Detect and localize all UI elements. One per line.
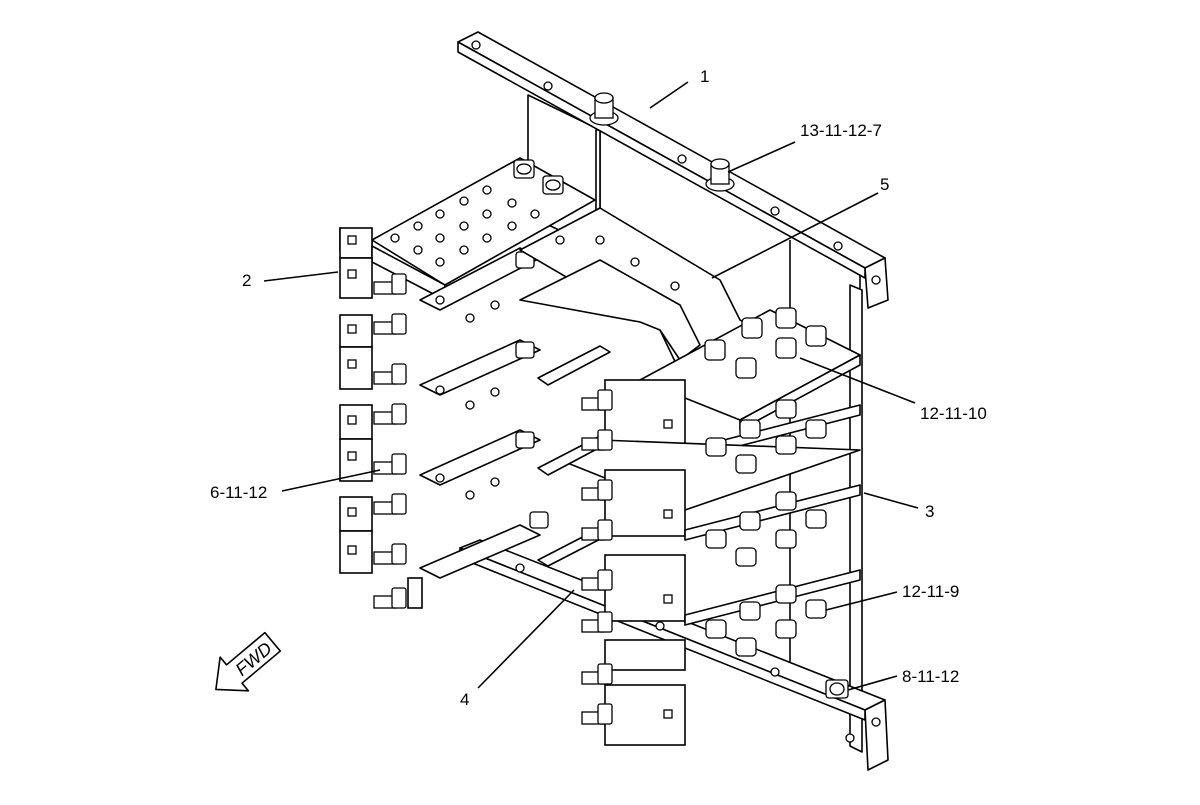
callout-labels: 1 13-11-12-7 5 2 12-11-10 6-11-12 3 12-1…	[210, 67, 987, 709]
right-stack-stud-6	[581, 611, 613, 633]
left-stack-stud-1	[373, 273, 407, 295]
right-stack-stud-7	[581, 663, 613, 685]
left-stack-stud-3	[373, 363, 407, 385]
right-stack-stud-4	[581, 519, 613, 541]
mid-right-nut-cluster-3	[705, 584, 827, 657]
right-stack-stud-8	[581, 703, 613, 725]
callout-4: 4	[460, 690, 469, 709]
callout-1: 1	[700, 67, 709, 86]
callout-3: 3	[925, 502, 934, 521]
callout-12-11-9: 12-11-9	[902, 582, 959, 601]
left-stack-top-nut-1	[513, 159, 535, 179]
left-stack-stud-8	[373, 587, 407, 609]
left-stack-stud-5	[373, 453, 407, 475]
right-stack-stud-3	[581, 479, 613, 501]
right-stack-stud-2	[581, 429, 613, 451]
top-mounting-bracket	[457, 31, 889, 309]
left-stack-stud-6	[373, 493, 407, 515]
callout-5: 5	[880, 175, 889, 194]
callout-2: 2	[242, 271, 251, 290]
right-stack-stud-1	[581, 389, 613, 411]
callout-12-11-10: 12-11-10	[920, 404, 987, 423]
leader-lines	[263, 81, 919, 691]
fwd-arrow-icon	[215, 631, 282, 692]
bracket-nut-left	[589, 92, 619, 126]
right-plate-stack	[537, 307, 861, 746]
top-right-nut-cluster	[704, 307, 827, 379]
mid-right-nut-cluster-2	[705, 491, 827, 567]
left-stack-stud-7	[373, 543, 407, 565]
callout-8-11-12: 8-11-12	[902, 667, 959, 686]
right-vertical-support	[849, 284, 863, 753]
left-stack-stud-2	[373, 313, 407, 335]
right-stack-stud-5	[581, 569, 613, 591]
left-stack-stud-4	[373, 403, 407, 425]
bracket-nut-right	[705, 158, 735, 192]
fwd-direction-arrow: FWD	[215, 631, 282, 692]
left-stack-top-nut-2	[542, 175, 564, 195]
bracket-bolt-bottom	[825, 679, 849, 699]
callout-13-11-12-7: 13-11-12-7	[800, 121, 882, 140]
mid-right-nut-cluster-1	[705, 399, 827, 474]
callout-6-11-12: 6-11-12	[210, 483, 267, 502]
bottom-mounting-bracket	[459, 539, 889, 771]
